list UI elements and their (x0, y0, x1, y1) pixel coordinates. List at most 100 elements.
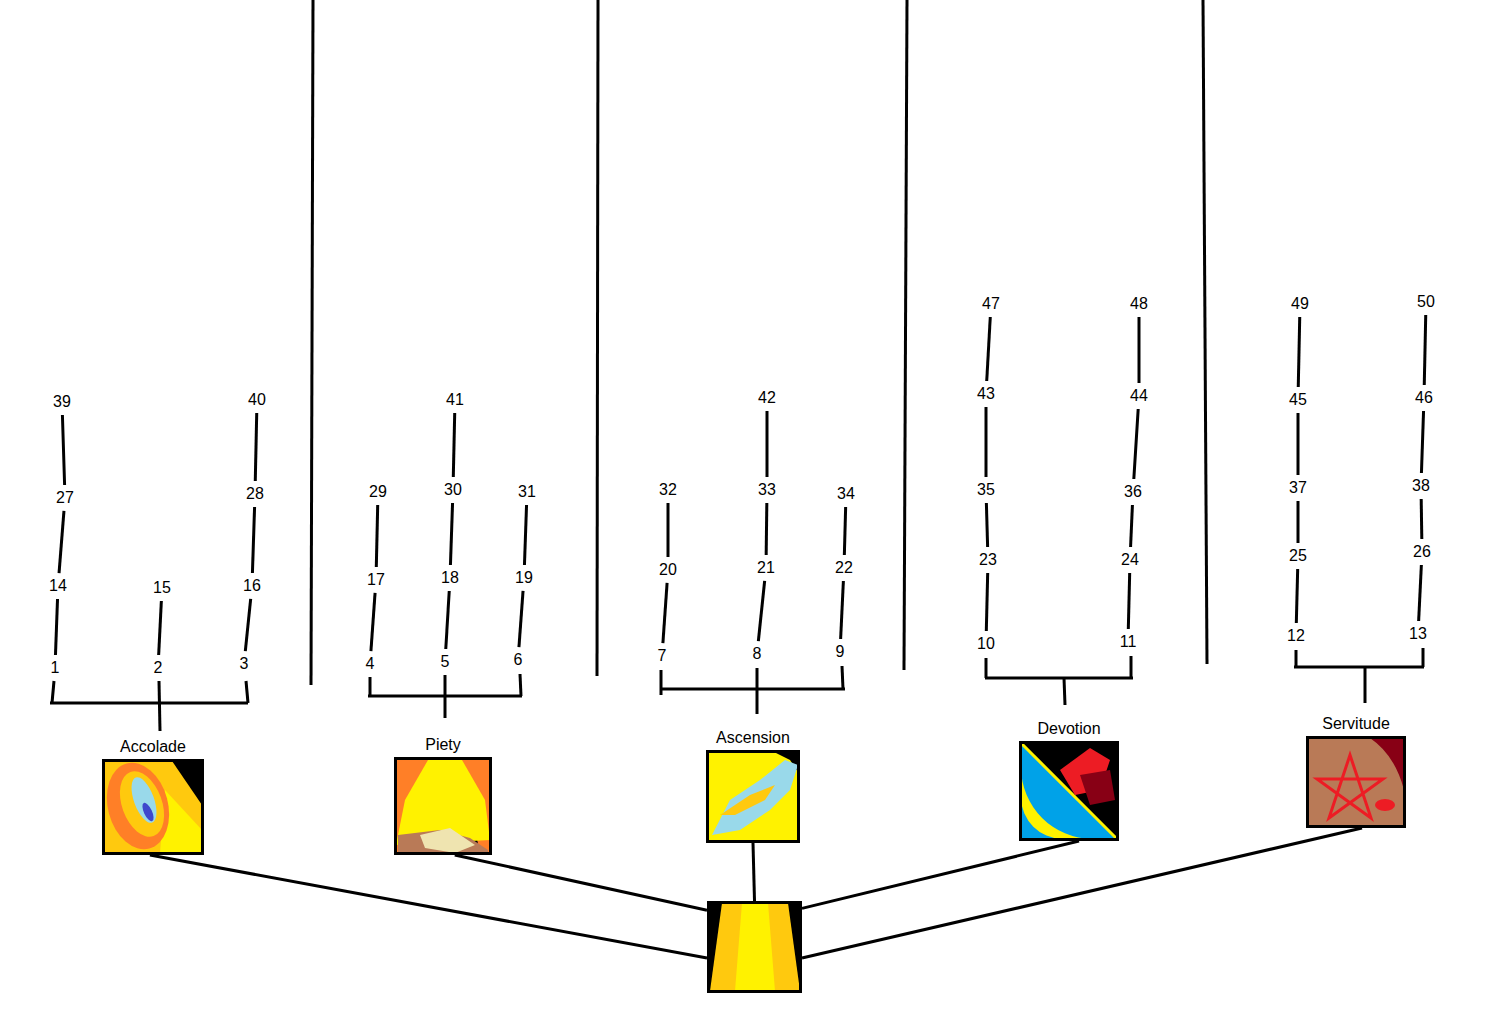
callout-number: 36 (1124, 483, 1142, 501)
skill-link-line (255, 413, 256, 481)
skill-link-line (1420, 499, 1424, 539)
callout-number: 42 (758, 389, 776, 407)
accolade-icon (140, 801, 156, 823)
callout-number: 19 (515, 569, 533, 587)
branch-bracket (1130, 656, 1133, 678)
servitude-icon (1375, 799, 1395, 811)
branch-bracket (985, 677, 1133, 680)
callout-number: 39 (53, 393, 71, 411)
skill-link-line (986, 503, 987, 547)
skill-link-line (376, 505, 377, 567)
callout-number: 23 (979, 551, 997, 569)
skill-link-line (844, 507, 845, 555)
skill-link-line (1424, 315, 1425, 385)
callout-number: 15 (153, 579, 171, 597)
callout-number: 49 (1291, 295, 1309, 313)
accolade-icon (98, 756, 204, 857)
callout-number: 34 (837, 485, 855, 503)
callout-number: 4 (366, 655, 375, 673)
branch-bracket (1064, 678, 1065, 705)
callout-number: 37 (1289, 479, 1307, 497)
branch-bracket (50, 702, 248, 705)
divider-line (904, 0, 907, 670)
branch-bracket (159, 681, 160, 731)
ascension-icon (712, 760, 798, 835)
callout-number: 38 (1412, 477, 1430, 495)
branch-bracket (369, 677, 372, 696)
branch-bracket (985, 658, 988, 678)
callout-number: 17 (367, 571, 385, 589)
branch-title: Piety (425, 736, 461, 754)
skill-connector (455, 855, 707, 910)
callout-number: 7 (658, 647, 667, 665)
branch-bracket (520, 674, 521, 696)
piety-icon (394, 757, 492, 855)
skill-link-line (446, 591, 449, 649)
divider-line (1203, 0, 1207, 664)
devotion-icon (1019, 741, 1119, 841)
root-icon (735, 903, 775, 991)
accolade-icon (112, 765, 173, 843)
divider-line (311, 0, 313, 685)
branch-title: Devotion (1037, 720, 1100, 738)
callout-number: 9 (836, 643, 845, 661)
callout-number: 11 (1120, 633, 1137, 651)
callout-number: 41 (446, 391, 464, 409)
skill-link-line (1297, 501, 1300, 543)
skill-link-line (663, 583, 667, 643)
branch-bracket (1295, 650, 1298, 667)
branch-bracket (660, 670, 663, 695)
skill-branch-icon: Accolade (102, 759, 204, 855)
skill-branch-icon: Servitude (1306, 736, 1406, 828)
skill-link-line (765, 503, 769, 555)
callout-number: 30 (444, 481, 462, 499)
callout-number: 35 (977, 481, 995, 499)
skill-link-line (62, 415, 64, 485)
callout-number: 48 (1130, 295, 1148, 313)
callout-number: 28 (246, 485, 264, 503)
skill-connector (802, 841, 1079, 908)
callout-number: 8 (753, 645, 762, 663)
callout-number: 12 (1287, 627, 1305, 645)
callout-number: 26 (1413, 543, 1431, 561)
skill-link-line (371, 593, 375, 651)
devotion-icon (1021, 743, 1117, 839)
ascension-icon (706, 750, 800, 843)
callout-number: 46 (1415, 389, 1433, 407)
callout-number: 45 (1289, 391, 1307, 409)
servitude-icon (1370, 738, 1404, 790)
callout-number: 18 (441, 569, 459, 587)
skill-connector (150, 855, 707, 958)
callout-number: 40 (248, 391, 266, 409)
branch-bracket (1364, 667, 1367, 703)
branch-bracket (246, 681, 248, 703)
skill-link-line (1298, 317, 1299, 387)
skill-link-line (667, 503, 670, 557)
callout-number: 29 (369, 483, 387, 501)
callout-number: 31 (518, 483, 536, 501)
callout-number: 20 (659, 561, 677, 579)
skill-link-line (1419, 565, 1422, 621)
accolade-icon (126, 774, 161, 826)
skill-link-line (450, 503, 452, 565)
callout-number: 13 (1409, 625, 1427, 643)
skill-link-line (59, 511, 64, 573)
skill-link-line (252, 507, 254, 573)
branch-bracket (52, 681, 54, 703)
callout-number: 24 (1121, 551, 1139, 569)
piety-icon (420, 828, 475, 853)
callout-number: 21 (757, 559, 775, 577)
callout-number: 14 (49, 577, 67, 595)
skill-connector (802, 828, 1362, 958)
root-skill-icon (707, 901, 802, 993)
devotion-icon (1021, 743, 1117, 839)
callout-number: 43 (977, 385, 995, 403)
skill-link-line (55, 599, 57, 655)
skill-link-line (841, 581, 844, 639)
branch-bracket (756, 668, 759, 714)
skill-link-line (1134, 409, 1138, 479)
skill-link-line (55, 315, 1425, 655)
ascension-icon (720, 785, 775, 815)
skill-link-line (1138, 317, 1141, 383)
